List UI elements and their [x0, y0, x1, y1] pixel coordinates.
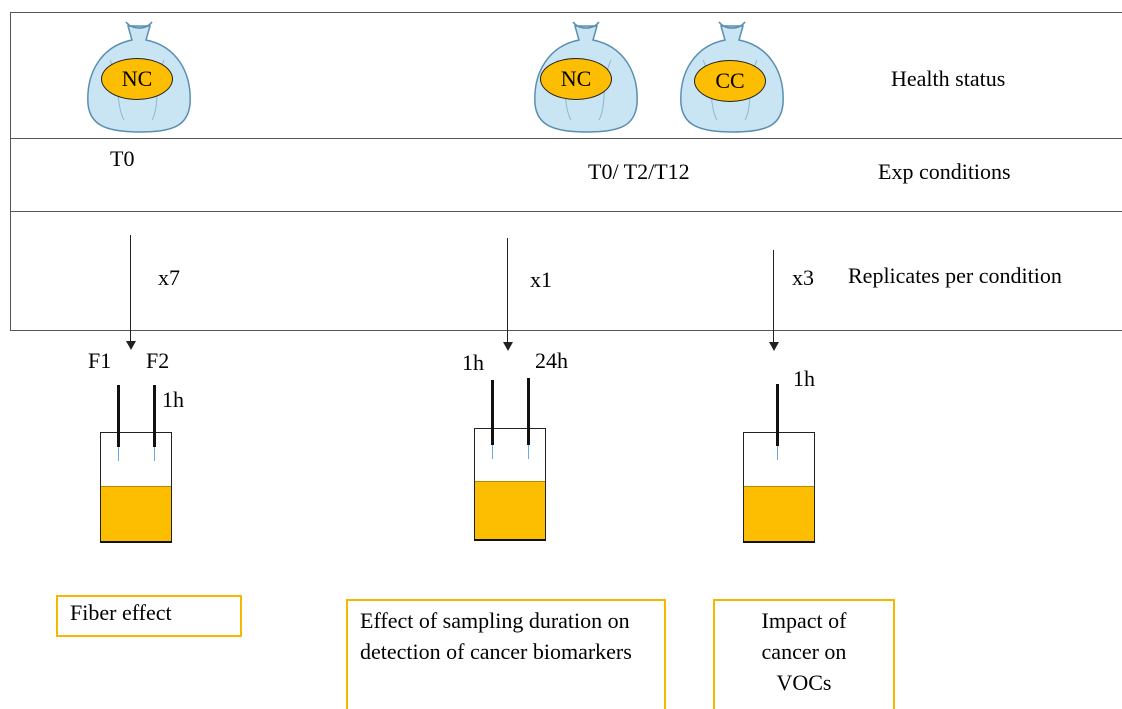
- replicates-label: Replicates per condition: [848, 263, 1062, 288]
- table-bottom-border: [10, 330, 1122, 331]
- outcome-sampling-duration: Effect of sampling duration on detection…: [346, 599, 666, 709]
- vial-middle: [474, 428, 546, 540]
- table-left-border: [10, 12, 11, 330]
- condition-left: T0: [110, 146, 135, 171]
- bag-label-nc-middle: NC: [540, 58, 612, 100]
- arrow-middle: [507, 238, 508, 342]
- duration-middle-short: 1h: [462, 350, 484, 375]
- fiber-f1: [117, 385, 120, 447]
- fiber-right: [776, 384, 779, 446]
- outcome-cancer-impact: Impact of cancer on VOCs: [713, 599, 895, 709]
- health-status-label: Health status: [891, 66, 1006, 91]
- fiber-label-f2: F2: [146, 348, 170, 373]
- vial-left-base: [100, 541, 172, 543]
- vial-right: [743, 432, 815, 542]
- vial-right-base: [743, 541, 815, 543]
- fiber-f2-tip: [154, 447, 155, 461]
- fiber-right-tip: [777, 446, 778, 460]
- fiber-1h: [491, 380, 494, 445]
- duration-left: 1h: [162, 387, 184, 412]
- duration-middle-long: 24h: [535, 348, 568, 373]
- vial-liquid: [744, 486, 814, 541]
- arrowhead-middle: [503, 342, 513, 351]
- bag-label-cc-right: CC: [694, 60, 766, 102]
- vial-liquid: [101, 486, 171, 541]
- arrowhead-right: [769, 342, 779, 351]
- fiber-24h: [527, 378, 530, 445]
- row-divider-2: [10, 211, 1122, 212]
- replicates-right: x3: [792, 265, 814, 290]
- vial-liquid: [475, 481, 545, 539]
- fiber-24h-tip: [528, 445, 529, 459]
- vial-middle-base: [474, 539, 546, 541]
- arrow-right: [773, 250, 774, 342]
- duration-right: 1h: [793, 366, 815, 391]
- fiber-label-f1: F1: [88, 348, 112, 373]
- bag-label-nc-left: NC: [101, 58, 173, 100]
- fiber-1h-tip: [492, 445, 493, 459]
- replicates-middle: x1: [530, 267, 552, 292]
- table-top-border: [10, 12, 1122, 13]
- outcome-fiber-effect: Fiber effect: [56, 595, 242, 637]
- exp-conditions-label: Exp conditions: [878, 159, 1011, 184]
- arrow-left: [130, 235, 131, 341]
- row-divider-1: [10, 138, 1122, 139]
- arrowhead-left: [126, 341, 136, 350]
- vial-left: [100, 432, 172, 542]
- fiber-f2: [153, 385, 156, 447]
- replicates-left: x7: [158, 265, 180, 290]
- fiber-f1-tip: [118, 447, 119, 461]
- condition-middle: T0/ T2/T12: [588, 159, 690, 184]
